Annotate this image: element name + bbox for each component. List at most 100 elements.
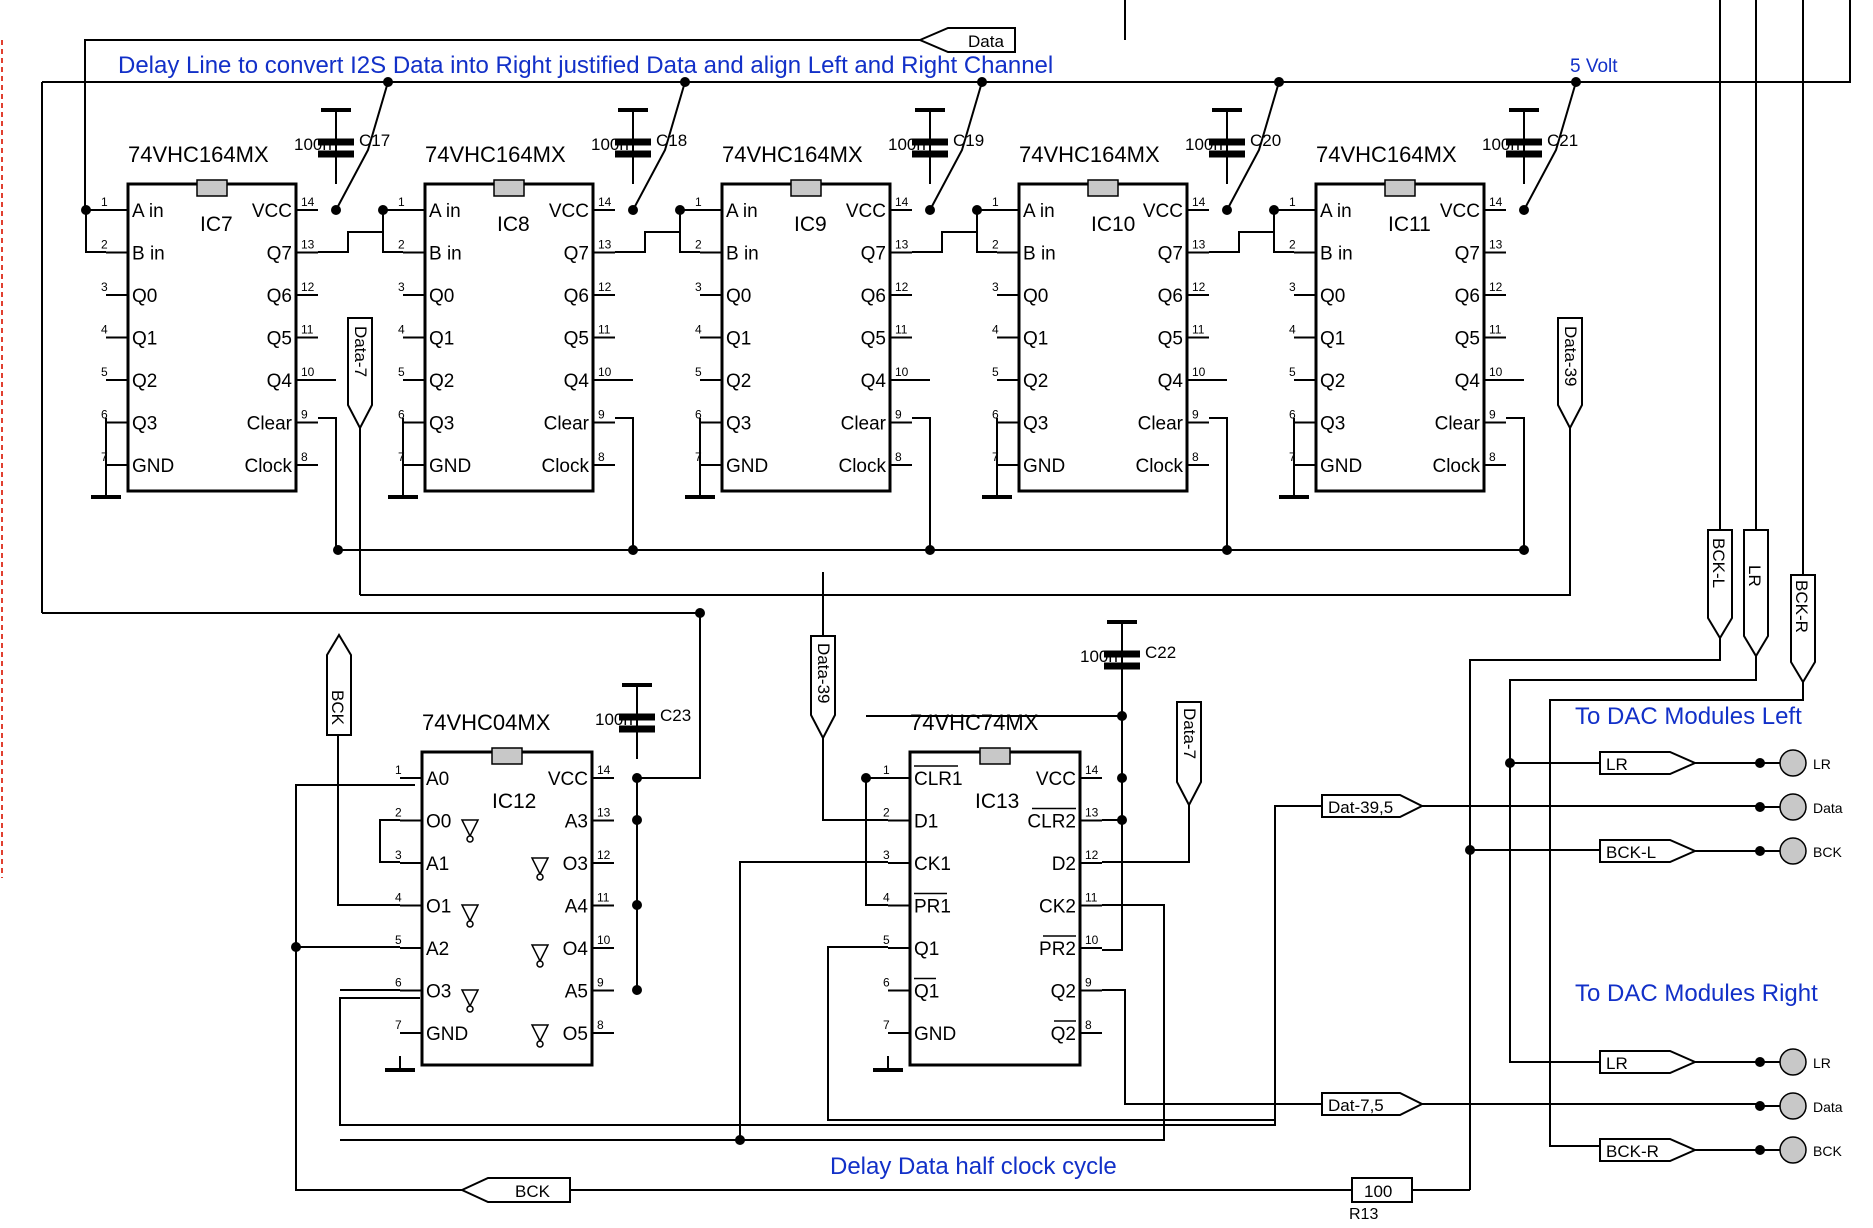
pin-number: 14 [1489, 195, 1503, 209]
cap-ref: C21 [1547, 131, 1578, 150]
svg-text:BCK: BCK [328, 690, 347, 726]
pin-name: Clock [838, 456, 886, 477]
bck-out-wire [337, 735, 400, 906]
lr-route-wire [1509, 656, 1757, 1063]
pin-name: Q3 [132, 414, 157, 435]
pin-number: 5 [1289, 365, 1296, 379]
pin-name: B in [726, 244, 759, 265]
pin-name: A3 [565, 812, 588, 833]
pin-number: 2 [992, 238, 999, 252]
chip-ref-label: IC13 [975, 790, 1019, 813]
pin-name: A in [1320, 201, 1352, 222]
pin-number: 13 [598, 238, 612, 252]
svg-text:Data: Data [968, 32, 1004, 51]
junction-dot [1465, 845, 1475, 855]
signal-flag-label: LR [1606, 1054, 1628, 1073]
pin-name: Q2 [1023, 371, 1048, 392]
junction-dot [632, 985, 642, 995]
pin-number: 1 [1289, 195, 1296, 209]
pin-number: 14 [598, 195, 612, 209]
inverter-bubble-icon [536, 873, 544, 881]
pin-name: Q1 [914, 982, 939, 1003]
pin-number: 1 [695, 195, 702, 209]
pin-number: 8 [895, 450, 902, 464]
dat39-5-flag: Dat-39,5 [1321, 794, 1425, 818]
pin-number: 9 [301, 408, 308, 422]
pin-number: 1 [395, 763, 402, 777]
pin-number: 12 [598, 280, 612, 294]
lr-flag: LR [1743, 529, 1769, 658]
cascade-wire [912, 231, 977, 253]
pin-number: 12 [1489, 280, 1503, 294]
pin-number: 5 [992, 365, 999, 379]
pin-name: GND [429, 456, 471, 477]
pin-number: 1 [992, 195, 999, 209]
pin-number: 3 [883, 848, 890, 862]
connector-pin-label: BCK [1813, 844, 1842, 860]
pin-name: Q5 [861, 329, 886, 350]
pin-name: PR2 [1039, 939, 1076, 960]
pin-name: A4 [565, 897, 589, 918]
chip-part-label: 74VHC164MX [128, 142, 269, 167]
clock-wire [318, 417, 337, 550]
dac-right-title: To DAC Modules Right [1575, 980, 1818, 1007]
junction-dot [632, 815, 642, 825]
supply-wire [637, 613, 701, 779]
pin-number: 3 [992, 280, 999, 294]
pin-name: D1 [914, 812, 938, 833]
data7-flag-mid: Data-7 [1176, 701, 1202, 808]
svg-text:LR: LR [1745, 565, 1764, 587]
signal-flag-label: BCK-R [1606, 1142, 1659, 1161]
clr-pr-wire [865, 777, 888, 906]
pin-number: 9 [1192, 408, 1199, 422]
chip-part-label: 74VHC164MX [1316, 142, 1457, 167]
pin-number: 7 [101, 450, 108, 464]
signal-flag [1599, 1138, 1698, 1162]
pin-name: O3 [563, 854, 588, 875]
pin-name: Q5 [1455, 329, 1480, 350]
pin-name: Q0 [429, 286, 454, 307]
pin-name: Q1 [726, 329, 751, 350]
junction-dot [1269, 205, 1279, 215]
chip-ref-label: IC8 [497, 213, 530, 236]
connector-pad-icon [1779, 1048, 1807, 1076]
cascade-wire [615, 231, 680, 253]
junction-dot [861, 773, 871, 783]
pin-number: 10 [1489, 365, 1503, 379]
pin-number: 10 [1085, 933, 1099, 947]
pin-name: D2 [1052, 854, 1076, 875]
pin-name: O5 [563, 1024, 588, 1045]
delay-half-title: Delay Data half clock cycle [830, 1153, 1117, 1180]
pin-number: 13 [1192, 238, 1206, 252]
inverter-gate-icon [460, 819, 480, 838]
cap-value: 100n [591, 135, 629, 154]
pin-name: GND [726, 456, 768, 477]
pin-name: Q0 [1023, 286, 1048, 307]
supply-rail-wire [42, 0, 1851, 83]
data39-flag-mid: Data-39 [810, 635, 836, 741]
cap-value: 100n [888, 135, 926, 154]
chip-body [1017, 182, 1189, 493]
cascade-wire [318, 231, 383, 253]
pin-name: CLR2 [1027, 812, 1076, 833]
junction-dot [383, 77, 393, 87]
pin-number: 2 [1289, 238, 1296, 252]
bck-route-wire [295, 784, 462, 1191]
pin-name: Clear [841, 414, 887, 435]
pin-name: Q4 [564, 371, 590, 392]
pin-number: 14 [1085, 763, 1099, 777]
bck-bottom-flag: BCK [459, 1177, 571, 1203]
pin-name: PR1 [914, 897, 951, 918]
clock-wire [912, 417, 931, 550]
chip-notch [790, 179, 822, 197]
pin-number: 12 [1085, 848, 1099, 862]
pin-number: 8 [598, 450, 605, 464]
junction-dot [378, 205, 388, 215]
clock-wire [1209, 417, 1228, 550]
connector-pin-label: BCK [1813, 1143, 1842, 1159]
